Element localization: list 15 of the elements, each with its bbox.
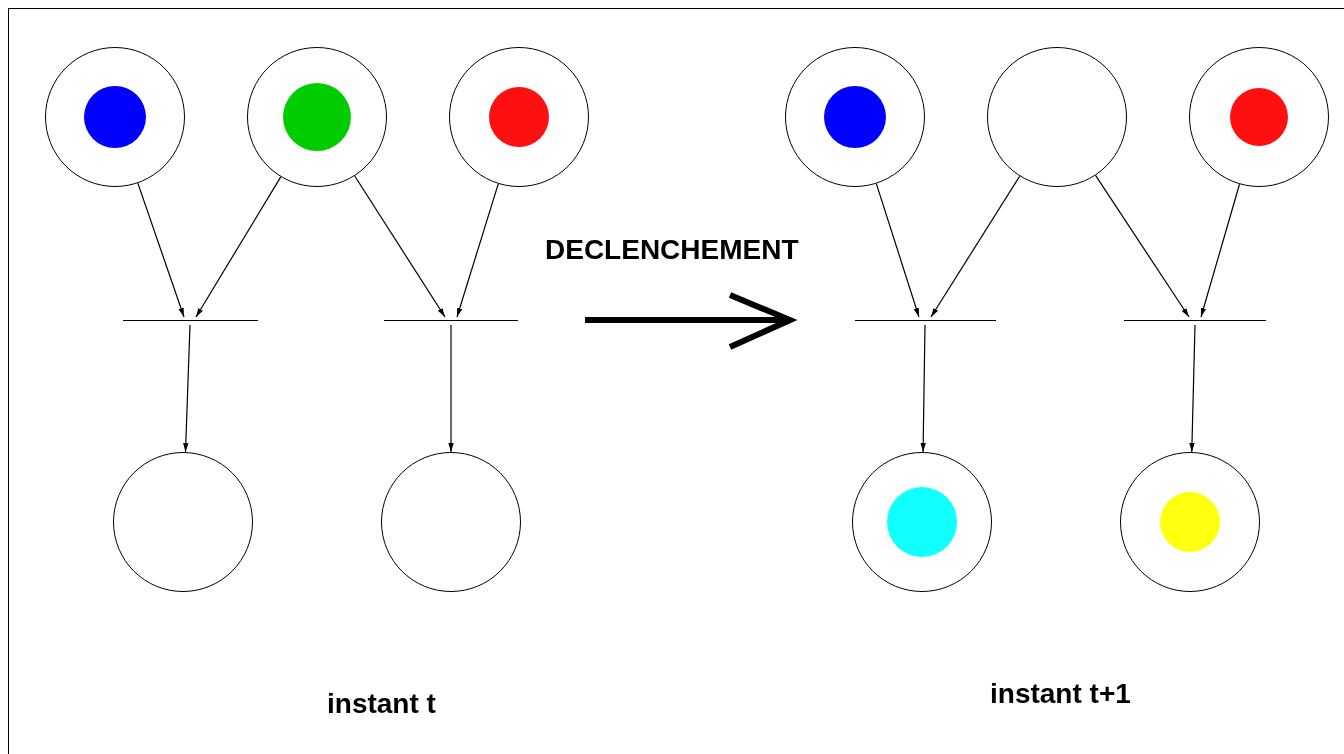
arrow (1189, 324, 1196, 453)
state-label: instant t+1 (990, 678, 1131, 710)
arrow (875, 183, 920, 318)
arrow (930, 175, 1021, 318)
arrow (354, 175, 446, 318)
arrow (456, 183, 499, 318)
arrow (1200, 183, 1241, 318)
arrow (137, 182, 185, 318)
state-label: instant t (327, 688, 436, 720)
arrow (920, 324, 926, 453)
arrow (448, 324, 454, 453)
action-label: DECLENCHEMENT (545, 234, 799, 266)
arrow (183, 324, 191, 453)
arrow (195, 176, 282, 318)
arrow (1094, 174, 1190, 318)
